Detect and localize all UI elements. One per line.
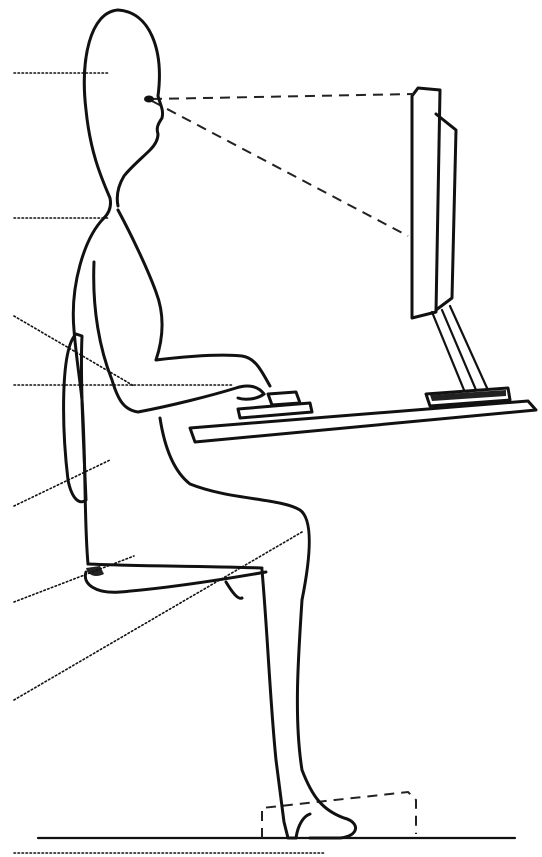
sightline-bottom [152,101,408,236]
office-chair [64,334,266,598]
leader-line-seat [14,556,134,602]
leader-line-knee [14,532,302,700]
leader-line-lower-back [14,460,110,506]
eye-dot [144,96,154,103]
desk [190,401,536,442]
monitor [412,88,510,406]
mouse [268,392,300,405]
sightline-top [152,94,414,99]
